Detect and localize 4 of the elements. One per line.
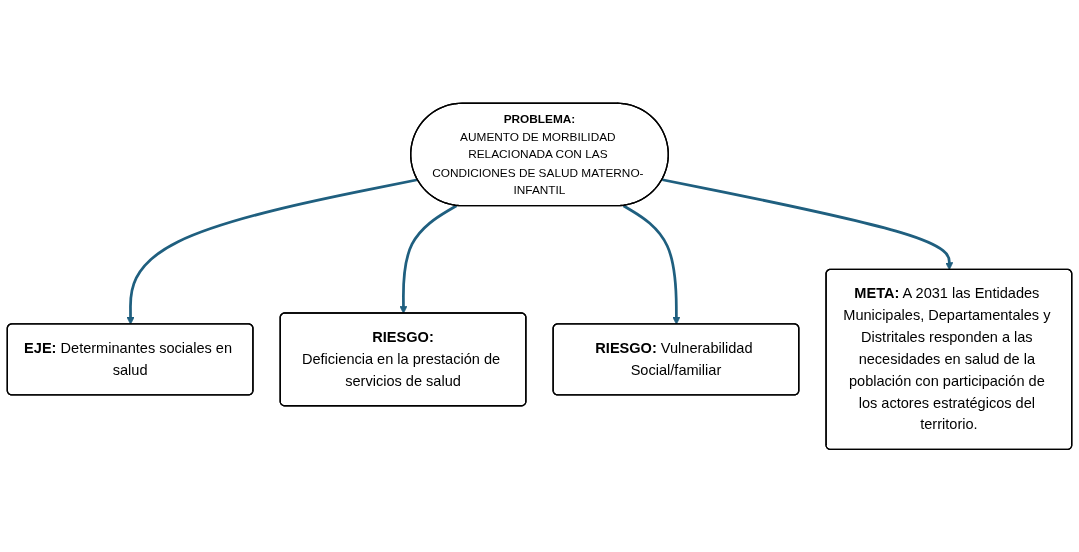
arrow [126,178,418,325]
arrow [662,178,954,270]
arrow [399,204,458,314]
arrow [622,204,681,325]
